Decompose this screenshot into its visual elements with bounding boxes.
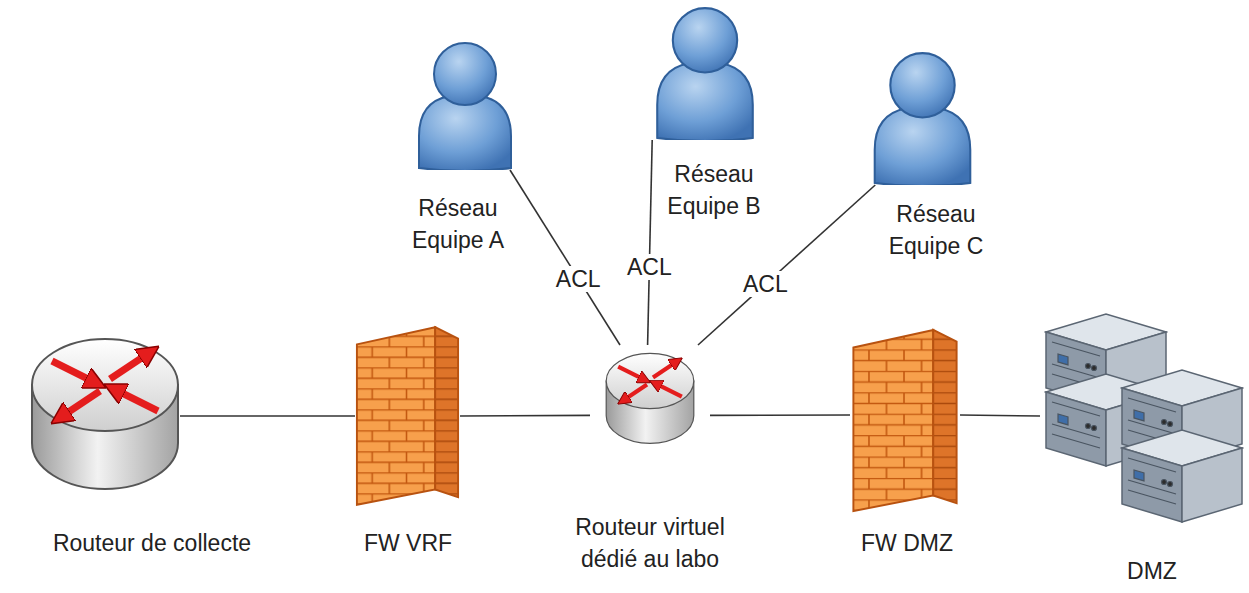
edge-label: ACL [553, 266, 604, 292]
node-label: Réseau Equipe C [880, 198, 992, 262]
firewall-icon [853, 330, 956, 511]
node-label: FW VRF [364, 527, 452, 559]
firewall-icon [357, 327, 458, 505]
network-link [460, 415, 590, 417]
server-node: DMZ [1040, 315, 1245, 530]
firewall-node: FW VRF [355, 322, 460, 510]
router-icon [606, 353, 694, 443]
team-network: Réseau Equipe B [650, 5, 760, 140]
server-stack [1046, 314, 1242, 522]
edge-label: ACL [624, 254, 675, 280]
edge-label: ACL [740, 271, 791, 297]
router-node: Routeur virtuel dédié au labo [590, 345, 710, 450]
team-network: Réseau Equipe A [415, 40, 515, 170]
node-label: DMZ [1127, 555, 1177, 587]
firewall-node: FW DMZ [850, 328, 960, 513]
network-link [710, 414, 850, 416]
node-label: FW DMZ [861, 527, 953, 559]
router-node: Routeur de collecte [30, 325, 180, 500]
user-icon [419, 43, 511, 171]
node-label: Routeur virtuel dédié au labo [560, 511, 740, 575]
network-link [180, 415, 355, 417]
user-icon [875, 53, 971, 186]
network-link [960, 415, 1040, 416]
network-link [510, 170, 620, 345]
router-icon [32, 339, 178, 489]
team-network: Réseau Equipe C [870, 50, 975, 185]
node-label: Réseau Equipe A [402, 192, 514, 256]
node-label: Routeur de collecte [53, 527, 251, 559]
network-link [648, 140, 653, 345]
server-unit [1122, 430, 1242, 522]
user-icon [657, 8, 753, 141]
node-label: Réseau Equipe B [658, 158, 770, 222]
